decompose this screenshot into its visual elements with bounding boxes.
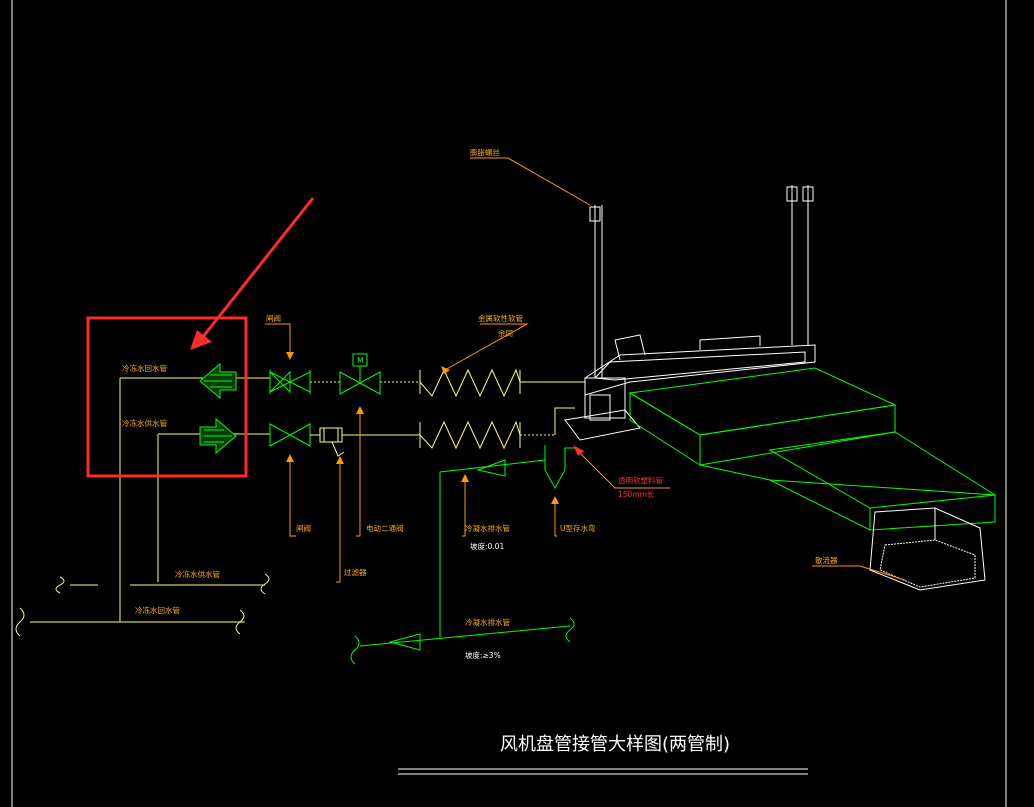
supply-duct — [628, 367, 997, 531]
diffuser-icon — [869, 507, 986, 591]
hanger-rods — [589, 185, 814, 378]
label-strainer: 过滤器 — [344, 567, 367, 577]
label-condensate-main-slope: 坡度:≥3% — [465, 650, 501, 660]
return-branch — [120, 353, 585, 398]
label-insulation-size: 150mm长 — [618, 489, 655, 499]
condensate-drain — [350, 445, 575, 665]
label-gate-valve-bottom: 闸阀 — [296, 524, 311, 533]
label-condensate-slope: 坡度:0.01 — [470, 541, 504, 551]
label-condensate-pipe: 冷凝水排水管 — [465, 523, 510, 533]
return-arrow-icon — [199, 362, 237, 400]
gate-valve-bottom-icon — [269, 423, 292, 447]
label-condensate-main: 冷凝水排水管 — [465, 617, 510, 627]
label-metal-hose: 金属软性软管 — [478, 313, 523, 323]
motor-mark: M — [357, 356, 364, 365]
label-return-branch: 冷冻水回水管 — [122, 363, 167, 373]
gate-valve-top-icon — [269, 370, 291, 394]
label-hanger: 膨胀螺丝 — [470, 147, 500, 157]
metal-hose-bottom-icon — [419, 420, 521, 450]
supply-arrow-icon — [199, 417, 237, 455]
strainer-icon — [319, 427, 345, 457]
label-u-trap: U型存水弯 — [560, 523, 596, 533]
red-leader-arrowhead — [573, 445, 584, 456]
label-supply-branch: 冷冻水供水管 — [122, 418, 167, 428]
label-diffuser: 散流器 — [815, 555, 838, 565]
main-pipes — [15, 378, 270, 637]
highlight-box — [86, 316, 248, 478]
metal-hose-top-icon — [419, 368, 521, 398]
label-motor-valve: 电动二通阀 — [366, 523, 404, 533]
fan-coil-unit — [564, 334, 816, 441]
supply-branch — [158, 407, 575, 457]
label-gate-valve-top: 闸阀 — [266, 314, 281, 323]
leaders — [265, 157, 906, 583]
drawing-title: 风机盘管接管大样图(两管制) — [500, 734, 730, 755]
motor-valve-icon — [339, 371, 362, 395]
label-return-main: 冷冻水回水管 — [135, 605, 180, 615]
label-metal-hose-sub: 余同 — [498, 328, 513, 338]
label-insulation: 透明软塑料管 — [618, 475, 663, 485]
red-pointer-arrow — [190, 197, 315, 350]
label-supply-main: 冷冻水供水管 — [175, 569, 220, 579]
